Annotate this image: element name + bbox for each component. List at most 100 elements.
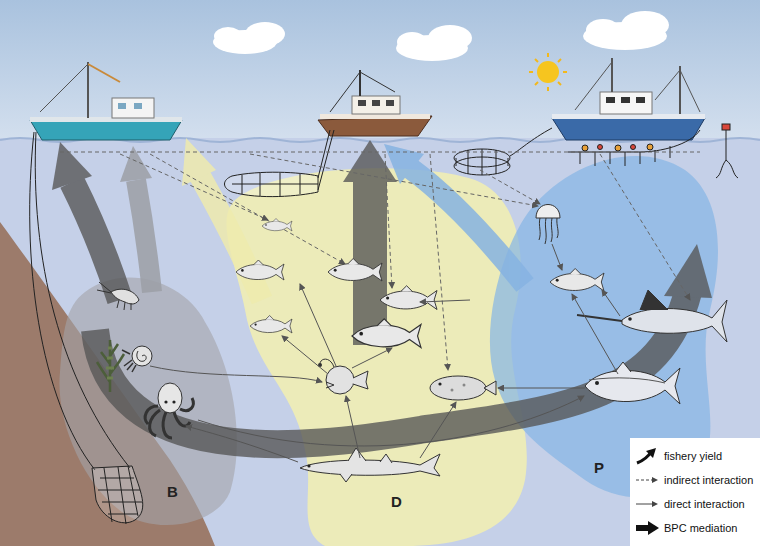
indirect-interaction (430, 154, 448, 370)
indirect-interaction (600, 154, 690, 300)
fishing-boat (552, 58, 705, 140)
legend-symbol (634, 495, 660, 513)
fishing-boat (606, 97, 615, 103)
region-fill (226, 168, 526, 546)
seabed-species (97, 282, 139, 310)
direct-interaction (282, 336, 328, 374)
fishing-boat (318, 70, 432, 136)
sun (547, 87, 549, 91)
demersal-species (430, 376, 496, 400)
trawl-net (30, 132, 95, 470)
legend-symbol (636, 504, 653, 505)
bpc-arrow (384, 144, 424, 184)
legend-text: BPC mediation (664, 522, 737, 535)
cloud (586, 19, 620, 41)
direct-interaction (420, 300, 470, 302)
indirect-interaction (480, 170, 540, 204)
fishing-boat (386, 100, 394, 106)
fishing-boat (621, 97, 630, 103)
legend-symbol (636, 525, 649, 531)
direct-interaction (420, 402, 456, 458)
longline (722, 124, 730, 130)
direct-interaction (552, 244, 562, 270)
fishing-boat (134, 103, 142, 109)
fishing-boat (30, 120, 182, 140)
legend-text: fishery yield (664, 450, 722, 463)
seabed-species (122, 346, 152, 372)
sun (547, 53, 549, 57)
sun (563, 71, 567, 73)
bpc-arrow (120, 138, 525, 300)
demersal-species (352, 319, 421, 348)
demersal-species (318, 359, 368, 394)
direct-interaction (346, 396, 360, 458)
cloud (245, 22, 285, 46)
indirect-interaction (250, 154, 538, 206)
demersal-species (328, 259, 382, 282)
sun (535, 82, 538, 85)
fishing-boat (655, 70, 680, 100)
midwater-net (225, 130, 335, 197)
fishing-boat (360, 72, 395, 92)
direct-interaction (572, 294, 618, 374)
trawl-net (35, 132, 130, 468)
legend-box: fishery yieldindirect interactiondirect … (630, 438, 760, 546)
legend-row: fishery yield (634, 444, 756, 468)
cloud (621, 11, 669, 39)
bpc-arrow (72, 182, 120, 300)
seabed-species (97, 340, 124, 392)
legend-text: indirect interaction (664, 474, 753, 487)
bpc-arrow (182, 138, 216, 186)
legend-row: indirect interaction (634, 468, 756, 492)
fishing-boat (88, 64, 120, 82)
fishing-boat (372, 100, 380, 106)
fishing-boat (40, 64, 88, 112)
cloud (428, 25, 472, 51)
demersal-species (250, 316, 292, 334)
fishing-boat (600, 92, 652, 114)
legend-symbol (634, 519, 660, 537)
fishing-boat (359, 70, 361, 96)
bpc-arrow (52, 140, 712, 444)
longline (568, 130, 700, 152)
indirect-interaction (60, 152, 700, 153)
direct-interaction (198, 396, 584, 446)
midwater-net (232, 173, 318, 196)
longline (582, 145, 588, 151)
indirect-interaction (120, 154, 268, 220)
pelagic-species (585, 362, 680, 404)
longline (647, 144, 653, 150)
sun (558, 82, 561, 85)
legend-symbol (652, 477, 658, 483)
longline (615, 145, 621, 151)
legend-symbol (636, 480, 653, 481)
legend-symbol (634, 471, 660, 489)
fishing-boat (118, 103, 126, 109)
sky (0, 0, 760, 140)
sun (535, 59, 538, 62)
demersal-species (300, 448, 440, 482)
fishing-boat (636, 97, 645, 103)
direct-interaction (150, 244, 620, 462)
longline (716, 126, 738, 178)
fishing-boat (358, 100, 366, 106)
longline (568, 124, 738, 178)
sun (529, 71, 533, 73)
region-label: B (167, 484, 178, 499)
fishing-boat (330, 72, 360, 112)
sun (529, 53, 567, 91)
demersal-species (262, 219, 292, 232)
direct-interaction (602, 290, 620, 316)
cloud (213, 11, 669, 61)
fishing-boat (352, 96, 400, 114)
demersal-species (236, 219, 496, 483)
direct-interaction (150, 366, 322, 382)
demersal-species (236, 260, 284, 280)
fishing-boat (112, 98, 154, 118)
legend-symbol (634, 447, 660, 465)
longline (580, 146, 670, 166)
pelagic-species (536, 205, 560, 245)
fishing-boat (552, 114, 705, 119)
indirect-interaction (150, 154, 345, 264)
